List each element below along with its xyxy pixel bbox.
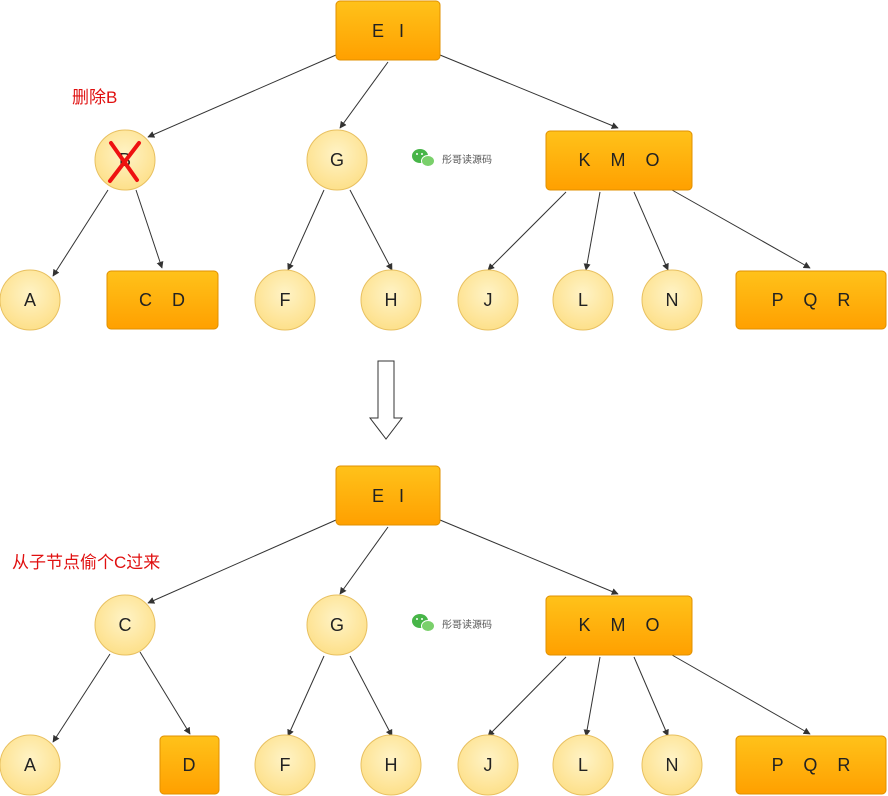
watermark: 彤哥读源码 — [412, 149, 492, 167]
node-box-pqr: P Q R — [735, 270, 887, 330]
edge-ei-b — [147, 54, 337, 138]
node-label-kmo: K M O — [578, 615, 659, 635]
node-label-kmo: K M O — [578, 150, 659, 170]
node-circle-c: C — [94, 594, 156, 656]
edge-ei-g — [339, 526, 389, 595]
tree-before: E I 删除B B G 彤哥读源码 — [0, 0, 887, 331]
watermark-text: 彤哥读源码 — [442, 153, 492, 166]
node-circle-h: H — [360, 734, 422, 796]
edge-kmo-l — [583, 191, 601, 271]
node-box-kmo: K M O — [545, 595, 693, 656]
node-label-n: N — [666, 755, 679, 775]
edge-ei-c — [147, 519, 337, 604]
node-circle-g: G — [306, 594, 368, 656]
node-label-pqr: P Q R — [772, 755, 851, 775]
node-label-l: L — [578, 755, 588, 775]
node-label-n: N — [666, 290, 679, 310]
node-box-cd: C D — [106, 270, 219, 330]
node-label-f: F — [280, 755, 291, 775]
tree-after-edges — [52, 519, 811, 743]
node-box-ei: E I — [335, 465, 441, 526]
watermark-text: 彤哥读源码 — [442, 618, 492, 631]
edge-kmo-n — [633, 656, 669, 737]
node-label-cd: C D — [139, 290, 185, 310]
node-circle-b: B — [94, 129, 156, 191]
node-label-g: G — [330, 615, 344, 635]
node-label-h: H — [385, 755, 398, 775]
node-label-j: J — [484, 755, 493, 775]
node-label-a: A — [24, 755, 36, 775]
node-label-f: F — [280, 290, 291, 310]
node-circle-a: A — [0, 269, 61, 331]
node-box-pqr: P Q R — [735, 735, 887, 795]
tree-before-edges — [52, 54, 811, 277]
node-circle-j: J — [457, 734, 519, 796]
edge-c-d — [139, 651, 191, 735]
node-label-l: L — [578, 290, 588, 310]
node-label-g: G — [330, 150, 344, 170]
edge-c-a — [52, 653, 111, 743]
node-circle-n: N — [641, 734, 703, 796]
down-arrow-icon — [368, 360, 404, 440]
node-label-d: D — [183, 755, 196, 775]
edge-ei-kmo — [439, 519, 619, 595]
wechat-icon — [412, 614, 435, 632]
edge-b-cd — [135, 189, 164, 269]
node-circle-l: L — [552, 269, 614, 331]
borrow-annotation: 从子节点偷个C过来 — [12, 553, 160, 572]
node-box-ei: E I — [335, 0, 441, 61]
edge-g-f — [287, 655, 325, 737]
edge-kmo-l — [583, 656, 601, 737]
node-box-kmo: K M O — [545, 130, 693, 191]
cross-icon — [108, 141, 141, 183]
node-circle-h: H — [360, 269, 422, 331]
node-label-j: J — [484, 290, 493, 310]
node-circle-f: F — [254, 269, 316, 331]
edge-kmo-pqr — [671, 654, 811, 735]
edge-kmo-j — [487, 191, 567, 271]
edge-g-h — [349, 655, 393, 737]
node-circle-n: N — [641, 269, 703, 331]
edge-ei-kmo — [439, 54, 619, 129]
edge-g-h — [349, 189, 393, 271]
tree-after: E I 从子节点偷个C过来 C G 彤哥读源码 K M O — [0, 465, 887, 796]
node-label-c: C — [119, 615, 132, 635]
edge-ei-g — [339, 61, 389, 129]
node-label-pqr: P Q R — [772, 290, 851, 310]
watermark: 彤哥读源码 — [412, 614, 492, 632]
edge-b-a — [52, 189, 109, 277]
wechat-icon — [412, 149, 435, 167]
edge-kmo-pqr — [671, 189, 811, 269]
edge-g-f — [287, 189, 325, 271]
edge-kmo-j — [487, 656, 567, 737]
node-circle-l: L — [552, 734, 614, 796]
node-circle-g: G — [306, 129, 368, 191]
node-circle-f: F — [254, 734, 316, 796]
node-label-ei: E I — [372, 21, 404, 41]
node-circle-j: J — [457, 269, 519, 331]
node-circle-a: A — [0, 734, 61, 796]
node-box-d: D — [159, 735, 220, 795]
edge-kmo-n — [633, 191, 669, 271]
node-label-h: H — [385, 290, 398, 310]
node-label-ei: E I — [372, 486, 404, 506]
delete-annotation: 删除B — [72, 88, 117, 107]
node-label-a: A — [24, 290, 36, 310]
